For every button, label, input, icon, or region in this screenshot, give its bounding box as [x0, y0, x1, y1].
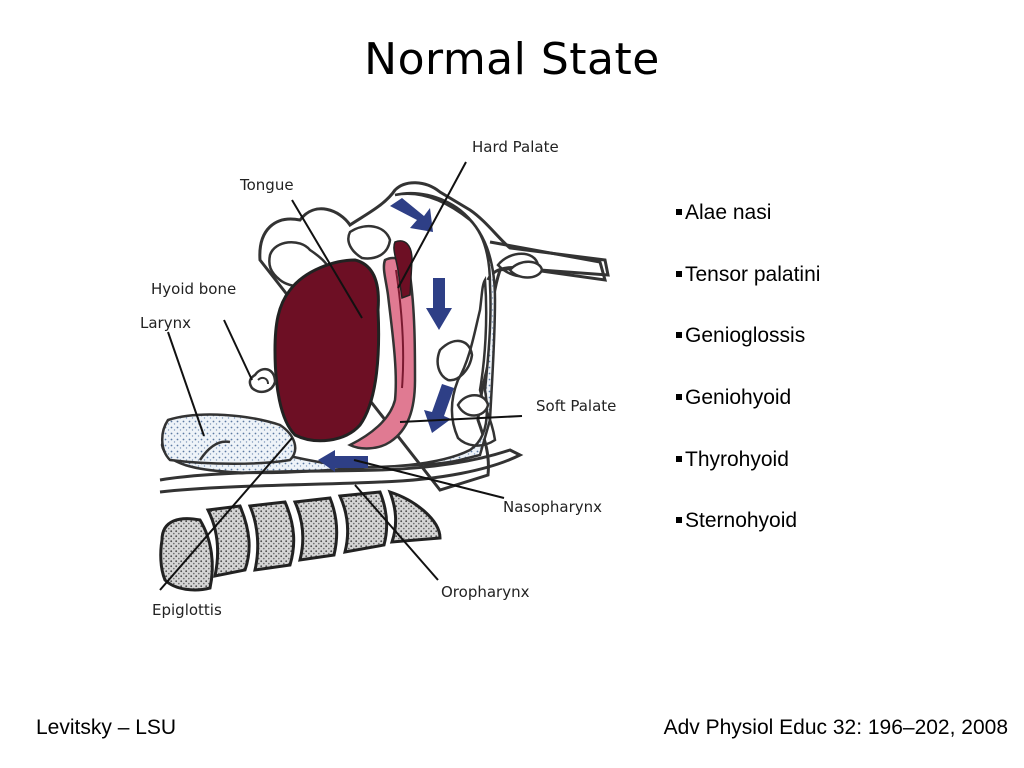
- slide-title: Normal State: [364, 34, 660, 85]
- muscle-label: Genioglossis: [685, 324, 806, 348]
- arrow-4: [318, 450, 368, 472]
- leader-tongue: [291, 199, 363, 319]
- bullet-square-icon: [676, 270, 682, 277]
- muscle-item: Genioglossis: [676, 321, 820, 383]
- footer-author: Levitsky – LSU: [36, 716, 177, 739]
- bullet-square-icon: [676, 209, 682, 215]
- label-hyoid-bone: Hyoid bone: [151, 280, 237, 298]
- hyoid-inner: [257, 376, 269, 385]
- label-larynx: Larynx: [140, 314, 191, 332]
- muscle-label: Tensor palatini: [685, 262, 821, 286]
- leader-lines: [159, 161, 523, 591]
- soft-palate-shape: [347, 256, 417, 450]
- label-hard-palate: Hard Palate: [472, 138, 559, 156]
- bullet-square-icon: [676, 455, 682, 462]
- muscle-item: Tensor palatini: [676, 260, 820, 322]
- muscle-label: Alae nasi: [685, 201, 772, 224]
- arrow-3: [424, 384, 454, 433]
- leader-soft-palate: [399, 415, 523, 423]
- label-soft-palate: Soft Palate: [536, 397, 617, 415]
- airway-illustration: [159, 161, 610, 592]
- muscle-label: Geniohyoid: [685, 386, 792, 410]
- nasal-small-oval: [456, 394, 490, 417]
- hyoid-bone-shape: [248, 367, 277, 394]
- muscle-label: Thyrohyoid: [685, 447, 789, 471]
- muscle-list: Alae nasi Tensor palatini Genioglossis G…: [676, 198, 820, 568]
- leader-hyoid: [223, 319, 253, 381]
- leader-epiglottis: [159, 437, 293, 591]
- leader-nasopharynx: [353, 459, 505, 499]
- muscle-label: Sternohyoid: [685, 509, 798, 533]
- airway-diagram: Hard Palate Tongue Hyoid bone Larynx Sof…: [140, 120, 640, 630]
- bullet-square-icon: [676, 517, 682, 524]
- muscle-item: Sternohyoid: [676, 506, 820, 568]
- palate-dark-strip: [393, 240, 413, 300]
- nasal-passage: [450, 275, 497, 447]
- label-nasopharynx: Nasopharynx: [503, 498, 603, 516]
- muscle-item: Thyrohyoid: [676, 445, 820, 507]
- footer-citation: Adv Physiol Educ 32: 196–202, 2008: [663, 716, 1008, 739]
- soft-palate-inner-line: [395, 269, 405, 389]
- bullet-square-icon: [676, 394, 682, 401]
- label-oropharynx: Oropharynx: [441, 583, 530, 601]
- tongue-shape: [273, 258, 381, 443]
- incisor-lower: [347, 224, 392, 260]
- label-tongue: Tongue: [240, 176, 294, 194]
- label-epiglottis: Epiglottis: [152, 601, 222, 619]
- tongue-base-tissue: [161, 413, 297, 465]
- arrow-2: [426, 278, 452, 330]
- muscle-item: Geniohyoid: [676, 383, 820, 445]
- leader-hard-palate: [397, 161, 467, 289]
- airflow-arrows: [318, 198, 454, 472]
- larynx-line: [198, 440, 231, 461]
- posterior-wall-line: [159, 448, 524, 494]
- nostril-oval: [508, 260, 544, 279]
- muscle-item: Alae nasi: [676, 198, 820, 260]
- leader-larynx: [167, 331, 205, 437]
- leader-oropharynx: [354, 484, 439, 581]
- arrow-1: [390, 198, 433, 232]
- bullet-square-icon: [676, 332, 682, 339]
- nasal-contour: [258, 181, 610, 492]
